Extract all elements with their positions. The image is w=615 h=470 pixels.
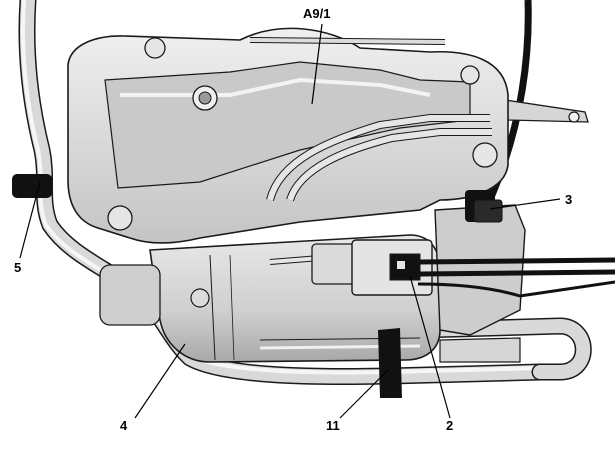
pipe-right-loop — [411, 317, 592, 381]
leader-lines — [19, 23, 561, 419]
leader-2 — [409, 275, 451, 419]
callout-5: 5 — [14, 260, 22, 275]
leader-4 — [134, 343, 186, 419]
compressor-housing — [67, 27, 509, 244]
mounting-bracket-right — [504, 99, 589, 123]
callout-a9-1: A9/1 — [303, 6, 331, 21]
callout-3: 3 — [565, 192, 573, 207]
callout-11: 11 — [326, 418, 340, 433]
leader-11 — [339, 369, 389, 419]
leader-3 — [489, 198, 561, 210]
leader-5 — [19, 181, 41, 259]
wire-harness — [417, 257, 615, 298]
leader-a9-1 — [311, 23, 323, 105]
callout-4: 4 — [120, 418, 128, 433]
callout-2: 2 — [446, 418, 454, 433]
pipe-clamp-black — [378, 328, 402, 398]
pipe-clip-left — [12, 174, 52, 198]
line-fitting-black — [465, 190, 503, 223]
